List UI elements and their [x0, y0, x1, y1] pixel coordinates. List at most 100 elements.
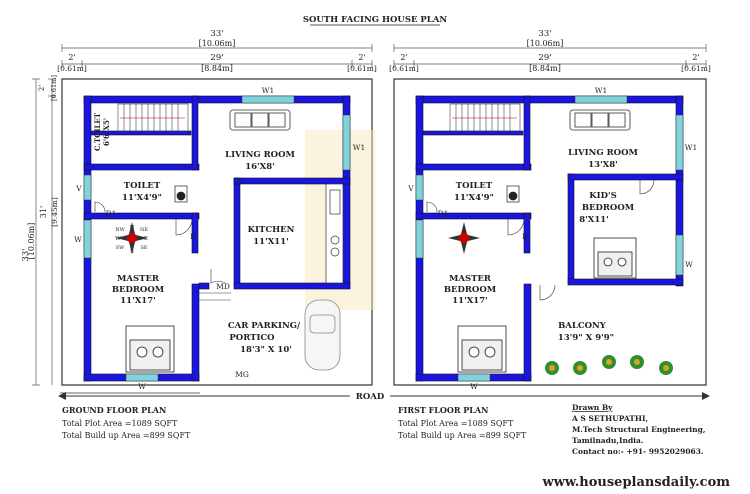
ground-right-offset-ft: 2' — [358, 53, 365, 62]
ground-w1-right: W1 — [353, 143, 365, 152]
drawn-by-location: Tamilnadu,India. — [572, 436, 644, 445]
first-kids-size: 8'X11' — [579, 215, 609, 225]
ground-top-offset-ft: 2' — [38, 85, 46, 91]
ground-compass: N S E W NE NW SE SW — [115, 222, 148, 255]
first-toilet-fixture — [506, 185, 520, 203]
first-compass — [448, 222, 480, 254]
first-toilet-name: TOILET — [456, 181, 493, 191]
ground-car — [304, 299, 341, 371]
ground-o-mark: O — [237, 178, 242, 186]
first-dimension-lines — [393, 44, 707, 68]
first-floor-heading: FIRST FLOOR PLAN — [398, 405, 488, 415]
ground-staircase — [117, 103, 189, 132]
first-plot-area: Total Plot Area =1089 SQFT — [398, 419, 514, 428]
compass-e: E — [144, 236, 148, 242]
ground-living-size: 16'X8' — [245, 162, 275, 172]
ground-master-bed — [125, 325, 175, 373]
ground-d-mark: D — [190, 232, 196, 241]
ground-mg-mark: MG — [235, 370, 249, 379]
first-w1-top: W1 — [595, 86, 607, 95]
ground-sofa — [229, 109, 291, 131]
first-living-size: 13'X8' — [588, 160, 618, 170]
ground-c-toilet-name: C.TOILET — [93, 112, 102, 151]
first-balcony-name: BALCONY — [558, 321, 607, 331]
first-build-area: Total Build up Area =899 SQFT — [398, 431, 527, 440]
ground-parking-name: CAR PARKING/ — [228, 321, 301, 331]
ground-kitchen-counter — [325, 183, 344, 284]
drawn-by-degree: M.Tech Structural Engineering, — [572, 425, 705, 434]
compass-nw: NW — [115, 227, 125, 233]
ground-doors — [94, 201, 231, 301]
ground-toilet-size: 11'X4'9" — [122, 193, 162, 203]
ground-parking-name2: PORTICO — [229, 333, 275, 343]
ground-mid-width-ft: 29' — [210, 53, 223, 63]
ground-total-width-m: [10.06m] — [199, 39, 236, 48]
road-indicator: ROAD — [58, 389, 710, 402]
ground-w-bottom: W — [138, 382, 146, 391]
ground-inner-depth-ft: 31' — [39, 206, 48, 218]
first-master-size: 11'X17' — [452, 296, 487, 306]
ground-toilet-name: TOILET — [124, 181, 161, 191]
ground-parking-size: 18'3" X 10' — [240, 345, 292, 355]
ground-inner-depth-m: [9.45m] — [50, 197, 59, 227]
balcony-plants — [545, 355, 673, 375]
ground-plot-boundary — [61, 78, 373, 386]
ground-dimension-lines — [32, 44, 373, 386]
ground-master-name2: BEDROOM — [112, 285, 165, 295]
ground-d1-mark: D1 — [106, 209, 117, 218]
compass-w: W — [115, 236, 121, 242]
ground-total-width-ft: 33' — [210, 29, 223, 39]
ground-total-depth-ft: 33' — [21, 248, 31, 261]
ground-mid-width-m: [8.84m] — [201, 64, 233, 73]
first-v-mark: V — [407, 184, 414, 193]
first-kids-name2: BEDROOM — [582, 203, 635, 213]
first-windows — [415, 95, 684, 382]
first-mid-width-m: [8.84m] — [529, 64, 561, 73]
first-left-offset-ft: 2' — [400, 53, 407, 62]
first-total-width-m: [10.06m] — [527, 39, 564, 48]
compass-sw: SW — [116, 245, 125, 251]
first-kids-name: KID'S — [589, 191, 616, 201]
ground-top-offset-m: [0.61m] — [50, 75, 58, 101]
first-balcony-size: 13'9" X 9'9" — [558, 333, 614, 343]
drawn-by-label: Drawn By — [572, 403, 613, 412]
website-url: www.houseplansdaily.com — [542, 475, 731, 490]
ground-left-offset-m: [0.61m] — [57, 64, 87, 73]
first-d1-mark: D1 — [438, 209, 449, 218]
first-w1-right: W1 — [685, 143, 697, 152]
ground-c-toilet-size: 6'6"X5' — [102, 118, 111, 146]
compass-se: SE — [140, 245, 147, 251]
compass-n: N — [130, 225, 135, 231]
ground-floor-heading: GROUND FLOOR PLAN — [62, 405, 166, 415]
first-toilet-size: 11'X4'9" — [454, 193, 494, 203]
ground-kitchen-size: 11'X11' — [253, 237, 288, 247]
first-right-offset-m: [0.61m] — [681, 64, 711, 73]
ground-right-offset-m: [0.61m] — [347, 64, 377, 73]
first-kids-bed — [593, 237, 637, 279]
ground-md-mark: MD — [216, 282, 230, 291]
ground-master-name: MASTER — [117, 274, 160, 284]
first-right-offset-ft: 2' — [692, 53, 699, 62]
first-staircase — [449, 103, 521, 132]
first-w-bottom: W — [470, 382, 478, 391]
first-master-name2: BEDROOM — [444, 285, 497, 295]
compass-ne: NE — [140, 227, 148, 233]
first-mid-width-ft: 29' — [538, 53, 551, 63]
first-plot-boundary — [393, 78, 707, 386]
first-d-mark: D — [522, 232, 528, 241]
ground-windows — [83, 95, 351, 382]
first-left-offset-m: [0.61m] — [389, 64, 419, 73]
ground-w1-top: W1 — [262, 86, 274, 95]
ground-plot-area: Total Plot Area =1089 SQFT — [62, 419, 178, 428]
first-living-name: LIVING ROOM — [568, 148, 638, 158]
plan-title: SOUTH FACING HOUSE PLAN — [303, 15, 448, 25]
ground-toilet-fixture — [174, 185, 188, 203]
compass-s: S — [130, 249, 134, 255]
first-master-name: MASTER — [449, 274, 492, 284]
ground-w-left: W — [74, 235, 82, 244]
first-master-bed — [457, 325, 507, 373]
drawn-by-name: A S SETHUPATHI, — [571, 414, 648, 423]
first-sofa — [569, 109, 631, 131]
first-total-width-ft: 33' — [538, 29, 551, 39]
